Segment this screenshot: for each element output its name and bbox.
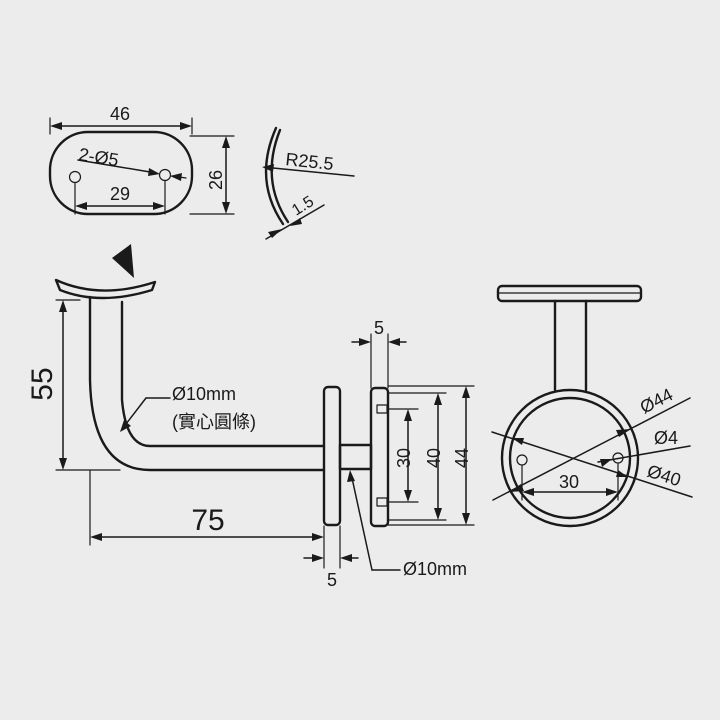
arm-diameter-label: Ø10mm — [172, 384, 236, 404]
curve-radius-label: R25.5 — [285, 149, 335, 174]
curve-radius-dimension: R25.5 — [262, 149, 355, 177]
outer-height-label: 44 — [452, 448, 472, 468]
bracket-arm — [88, 295, 326, 472]
bracket-arm-inner — [120, 300, 326, 448]
front-hole-left — [516, 454, 528, 466]
front-hole-spacing-label: 30 — [559, 472, 579, 492]
plate-hole-spacing-dimension: 29 — [74, 180, 166, 215]
curve-outer-arc — [264, 126, 285, 226]
flange-thickness-dimension: 5 — [303, 525, 359, 590]
inner-height-label: 40 — [424, 448, 444, 468]
view-direction-arrow — [112, 244, 134, 278]
outer-height-dimension: 44 — [387, 385, 475, 526]
base-thickness-dimension: 5 — [351, 318, 407, 389]
base-thickness-label: 5 — [374, 318, 384, 338]
arm-diameter-leader: Ø10mm (實心圓條) — [120, 384, 256, 432]
neck-diameter-label: Ø10mm — [403, 559, 467, 579]
inner-height-dimension: 40 — [387, 392, 447, 521]
hole-diameter-dimension: Ø4 — [597, 428, 691, 467]
neck-diameter-leader: Ø10mm — [347, 470, 467, 579]
base-screw-bottom — [376, 497, 388, 507]
hole-diameter-label: Ø4 — [654, 428, 678, 448]
bracket-base — [369, 386, 390, 528]
height-label: 55 — [26, 367, 59, 400]
height-dimension: 55 — [26, 299, 121, 471]
flange-thickness-label: 5 — [327, 570, 337, 590]
plate-width-label: 26 — [206, 170, 226, 190]
plate-holes-leader: 2-Ø5 — [77, 144, 187, 181]
front-inner-circle — [508, 396, 632, 520]
bracket-front-view: Ø44 Ø4 Ø40 30 — [491, 284, 693, 528]
bracket-saddle — [54, 278, 157, 300]
plate-hole-spacing-label: 29 — [110, 184, 130, 204]
length-dimension: 75 — [89, 469, 325, 569]
arm-material-note: (實心圓條) — [172, 412, 256, 432]
plate-width-dimension: 26 — [189, 135, 235, 215]
screw-spacing-label: 30 — [394, 448, 414, 468]
plate-top-view: 46 26 29 2-Ø5 — [48, 104, 235, 216]
plate-length-label: 46 — [110, 104, 130, 124]
plate-outline — [48, 130, 194, 216]
base-screw-top — [376, 404, 388, 414]
front-outer-circle — [500, 388, 640, 528]
front-hole-spacing-dimension: 30 — [521, 463, 619, 501]
plate-length-dimension: 46 — [49, 104, 193, 135]
bracket-side-view: 55 75 5 5 — [26, 244, 475, 590]
curve-inner-arc — [270, 128, 290, 224]
length-label: 75 — [191, 504, 224, 537]
screw-spacing-dimension: 30 — [387, 408, 419, 503]
